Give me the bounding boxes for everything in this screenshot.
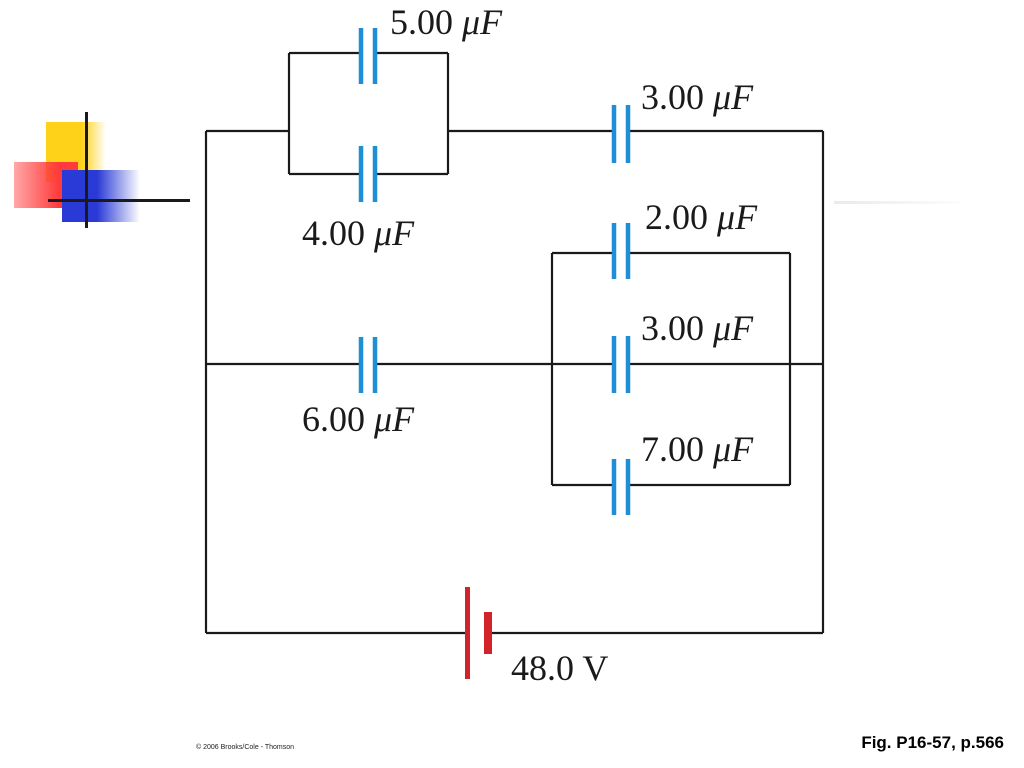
label-capacitor-4uf: 4.00 μF xyxy=(302,215,414,251)
faint-divider xyxy=(834,201,960,204)
label-capacitor-3uf-top: 3.00 μF xyxy=(641,79,753,115)
label-capacitor-6uf: 6.00 μF xyxy=(302,401,414,437)
battery-short-plate xyxy=(484,612,492,654)
ornament-horizontal-line xyxy=(48,199,190,202)
label-capacitor-7uf: 7.00 μF xyxy=(641,431,753,467)
label-value: 3.00 xyxy=(641,308,704,348)
capacitor-symbols xyxy=(358,28,631,515)
figure-caption: Fig. P16-57, p.566 xyxy=(861,733,1004,752)
capacitor-3uf-top xyxy=(611,105,631,163)
label-unit: μF xyxy=(374,399,415,439)
capacitor-2uf xyxy=(611,223,631,279)
ornament-blue-square xyxy=(62,170,140,222)
label-value: 5.00 xyxy=(390,2,453,42)
label-capacitor-2uf: 2.00 μF xyxy=(645,199,757,235)
label-value: 2.00 xyxy=(645,197,708,237)
label-capacitor-5uf: 5.00 μF xyxy=(390,4,502,40)
capacitor-6uf xyxy=(358,337,378,393)
label-unit: μF xyxy=(713,77,754,117)
circuit-wires xyxy=(204,51,825,635)
ornament-vertical-line xyxy=(85,112,88,228)
label-value: 6.00 xyxy=(302,399,365,439)
copyright-notice: © 2006 Brooks/Cole - Thomson xyxy=(196,744,295,751)
capacitor-4uf xyxy=(358,146,378,202)
label-capacitor-3uf-mid: 3.00 μF xyxy=(641,310,753,346)
battery-long-plate xyxy=(465,587,470,679)
label-unit: μF xyxy=(462,2,503,42)
label-value: 7.00 xyxy=(641,429,704,469)
battery-symbol xyxy=(465,587,492,679)
capacitor-5uf xyxy=(358,28,378,84)
label-battery-voltage: 48.0 V xyxy=(511,648,609,688)
capacitor-3uf-mid xyxy=(611,336,631,393)
label-unit: μF xyxy=(374,213,415,253)
label-value: 4.00 xyxy=(302,213,365,253)
label-unit: μF xyxy=(717,197,758,237)
label-unit: μF xyxy=(713,308,754,348)
label-value: 3.00 xyxy=(641,77,704,117)
capacitor-7uf xyxy=(611,459,631,515)
label-unit: μF xyxy=(713,429,754,469)
